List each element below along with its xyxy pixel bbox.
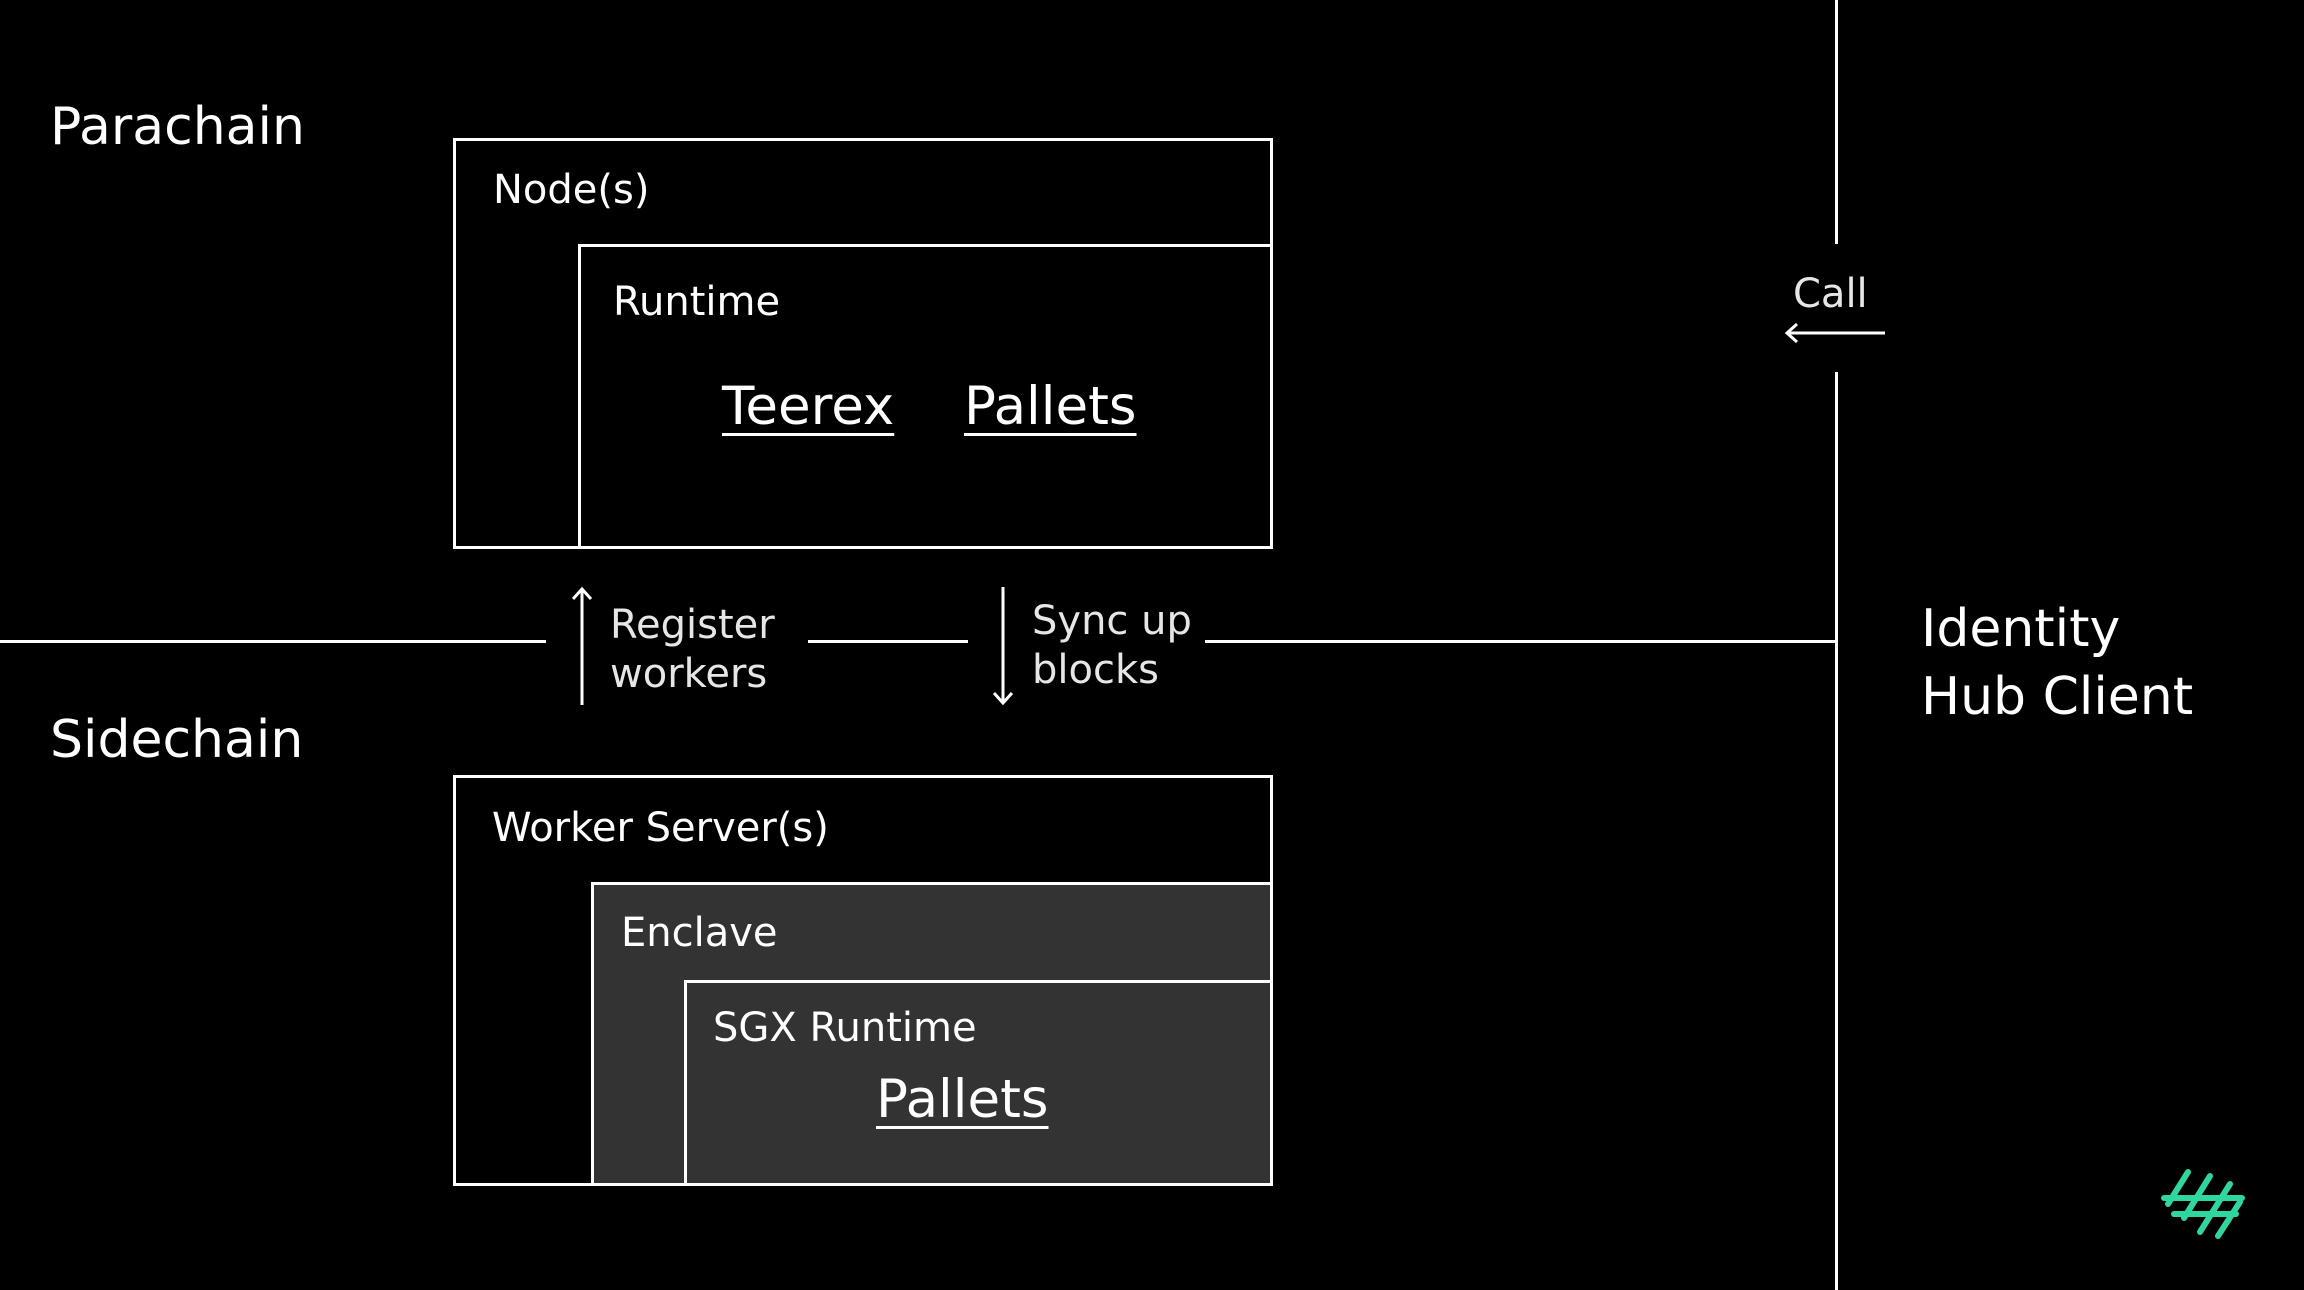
sgx-runtime-box — [684, 980, 1273, 1186]
divider-middle-segment — [808, 640, 968, 643]
node-title: Node(s) — [493, 167, 650, 213]
teerex-pallet-label: Teerex — [722, 376, 895, 437]
sgx-runtime-title: SGX Runtime — [713, 1005, 977, 1051]
arrow-left-icon — [1784, 322, 1885, 344]
runtime-pallets-label: Pallets — [964, 376, 1137, 437]
sgx-pallets-label: Pallets — [876, 1069, 1049, 1130]
register-workers-label: Register workers — [610, 602, 775, 698]
runtime-title: Runtime — [613, 279, 781, 325]
identity-hub-client-label: Identity Hub Client — [1921, 599, 2194, 727]
brand-logo-icon — [2161, 1169, 2245, 1239]
client-divider-top — [1835, 0, 1838, 244]
worker-server-title: Worker Server(s) — [492, 805, 829, 851]
sync-up-blocks-label: Sync up blocks — [1032, 598, 1192, 694]
divider-right-segment — [1205, 640, 1838, 643]
divider-left-segment — [0, 640, 546, 643]
call-label: Call — [1793, 271, 1868, 317]
enclave-title: Enclave — [621, 910, 778, 956]
parachain-label: Parachain — [50, 97, 305, 157]
arrow-down-icon — [992, 587, 1014, 706]
runtime-box — [578, 244, 1273, 549]
arrow-up-icon — [571, 586, 593, 705]
client-divider-bottom — [1835, 372, 1838, 1290]
sidechain-label: Sidechain — [50, 710, 304, 770]
